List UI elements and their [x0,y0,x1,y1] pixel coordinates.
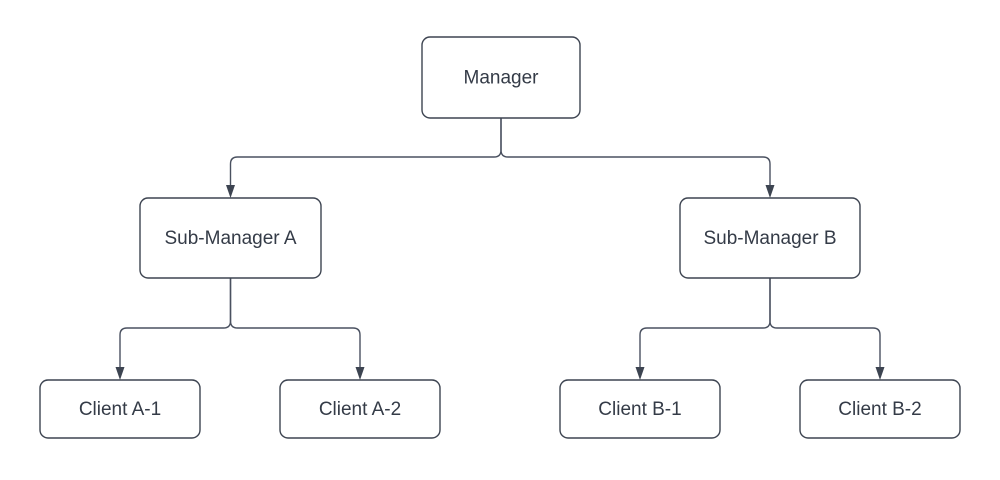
node-client-b2[interactable]: Client B-2 [799,379,961,439]
node-sub-manager-b[interactable]: Sub-Manager B [679,197,861,279]
edge-sub-manager-b-to-client-b1 [635,278,771,380]
edge-manager-to-sub-manager-a [226,118,502,198]
node-label-sub-manager-b: Sub-Manager B [703,228,836,249]
edge-line [119,278,232,367]
node-label-manager: Manager [464,68,540,89]
edge-line [639,278,771,367]
node-box-manager[interactable] [421,36,581,119]
node-label-client-b1: Client B-1 [598,399,681,420]
arrowhead-icon [115,367,125,380]
node-box-client-a2[interactable] [279,379,441,439]
node-label-client-b2: Client B-2 [838,399,921,420]
arrowhead-icon [875,367,885,380]
node-box-client-b1[interactable] [559,379,721,439]
node-client-b1[interactable]: Client B-1 [559,379,721,439]
node-sub-manager-a[interactable]: Sub-Manager A [139,197,322,279]
node-client-a2[interactable]: Client A-2 [279,379,441,439]
edge-line [229,118,502,185]
edge-sub-manager-b-to-client-b2 [769,278,885,380]
node-box-sub-manager-a[interactable] [139,197,322,279]
node-client-a1[interactable]: Client A-1 [39,379,201,439]
edge-line [769,278,881,367]
edge-line [229,278,361,367]
node-label-sub-manager-a: Sub-Manager A [164,228,296,249]
edge-line [500,118,771,185]
node-label-client-a2: Client A-2 [319,399,401,420]
arrowhead-icon [635,367,645,380]
edge-layer [115,118,885,380]
node-label-client-a1: Client A-1 [79,399,161,420]
arrowhead-icon [355,367,365,380]
node-box-client-b2[interactable] [799,379,961,439]
node-manager[interactable]: Manager [421,36,581,119]
arrowhead-icon [226,185,235,198]
edge-manager-to-sub-manager-b [500,118,775,198]
arrowhead-icon [765,185,775,198]
edge-sub-manager-a-to-client-a2 [229,278,365,380]
node-box-client-a1[interactable] [39,379,201,439]
edge-sub-manager-a-to-client-a1 [115,278,232,380]
node-box-sub-manager-b[interactable] [679,197,861,279]
